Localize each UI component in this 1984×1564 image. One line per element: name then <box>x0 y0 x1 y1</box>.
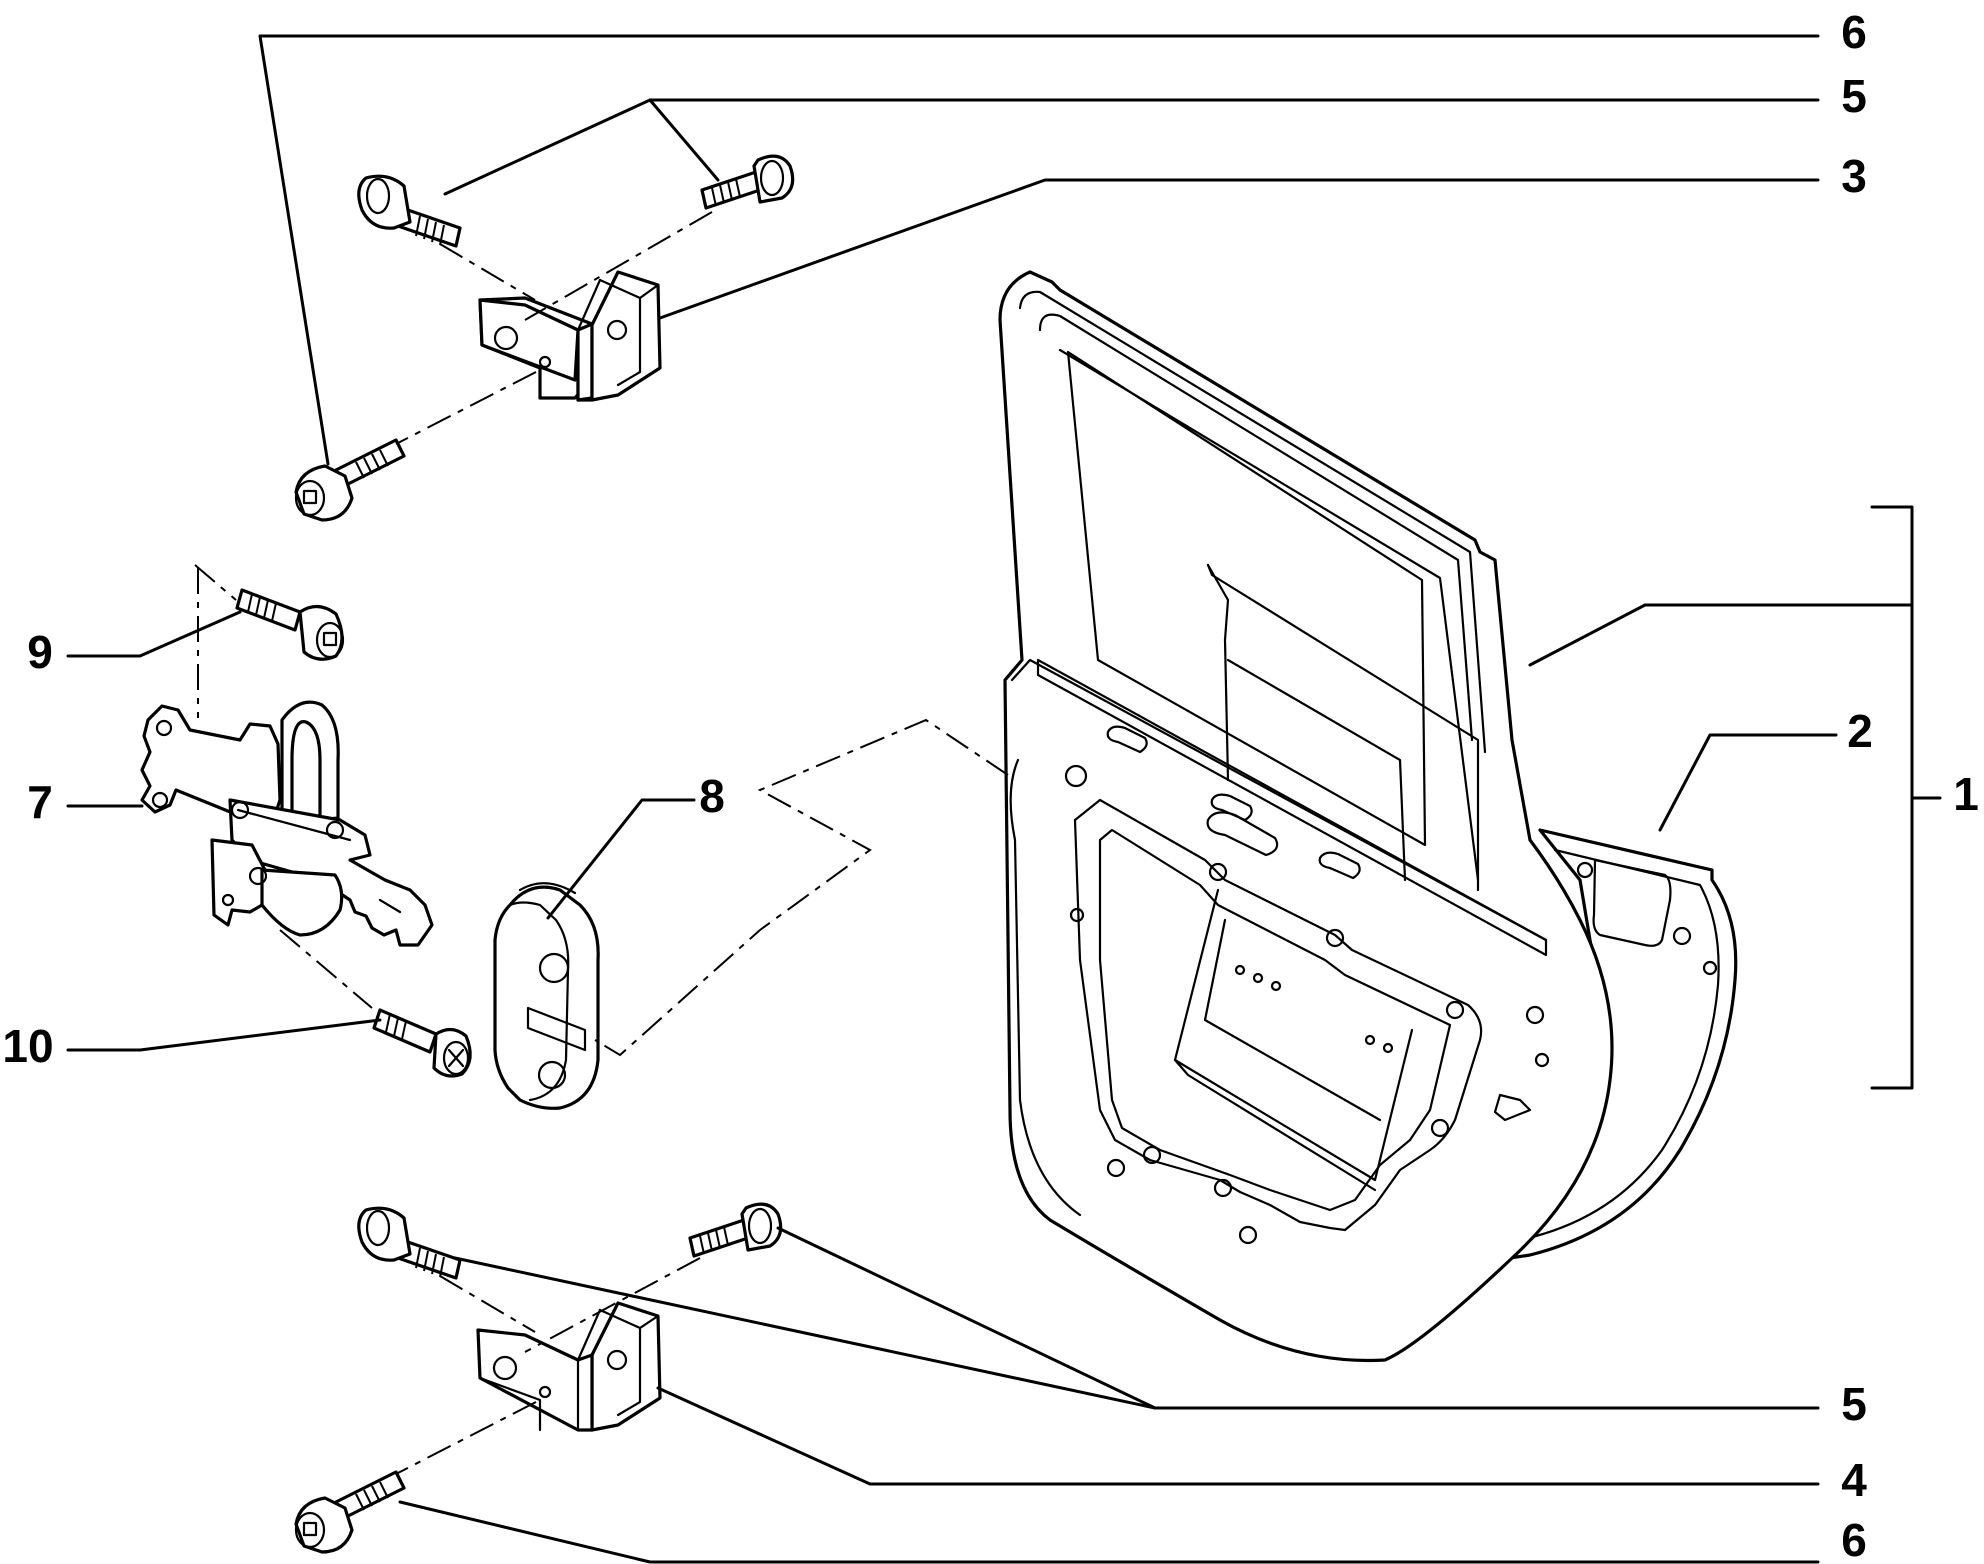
lower-hinge-bracket-icon[interactable] <box>476 1301 662 1432</box>
door-check-strap-icon[interactable] <box>140 700 434 947</box>
callout-5-bottom: 5 <box>1841 1378 1867 1430</box>
callout-6-top: 6 <box>1841 6 1867 58</box>
inner-door-panel-icon[interactable] <box>1438 828 1738 1262</box>
check-strap-screw-icon[interactable] <box>372 1008 472 1078</box>
callout-4: 4 <box>1841 1454 1867 1506</box>
door-shell-icon[interactable] <box>998 270 1738 1363</box>
hinge-bolt-icon[interactable] <box>357 154 795 1280</box>
callout-labels: 6 5 3 2 1 9 7 8 10 5 4 6 <box>2 6 1978 1564</box>
striker-plate-icon[interactable] <box>493 882 600 1110</box>
socket-head-bolt-icon[interactable] <box>294 438 406 1554</box>
callout-9: 9 <box>27 626 53 678</box>
assembly-axes <box>194 211 1009 1475</box>
callout-5-top: 5 <box>1841 70 1867 122</box>
callout-1: 1 <box>1953 768 1979 820</box>
callout-3: 3 <box>1841 150 1867 202</box>
callout-10: 10 <box>2 1020 53 1072</box>
upper-hinge-bracket-icon[interactable] <box>478 270 662 402</box>
check-strap-bolt-icon[interactable] <box>235 588 345 661</box>
callout-8: 8 <box>699 770 725 822</box>
leader-lines <box>66 34 1942 1564</box>
callout-7: 7 <box>27 776 53 828</box>
callout-2: 2 <box>1847 705 1873 757</box>
callout-6-bottom: 6 <box>1841 1514 1867 1564</box>
